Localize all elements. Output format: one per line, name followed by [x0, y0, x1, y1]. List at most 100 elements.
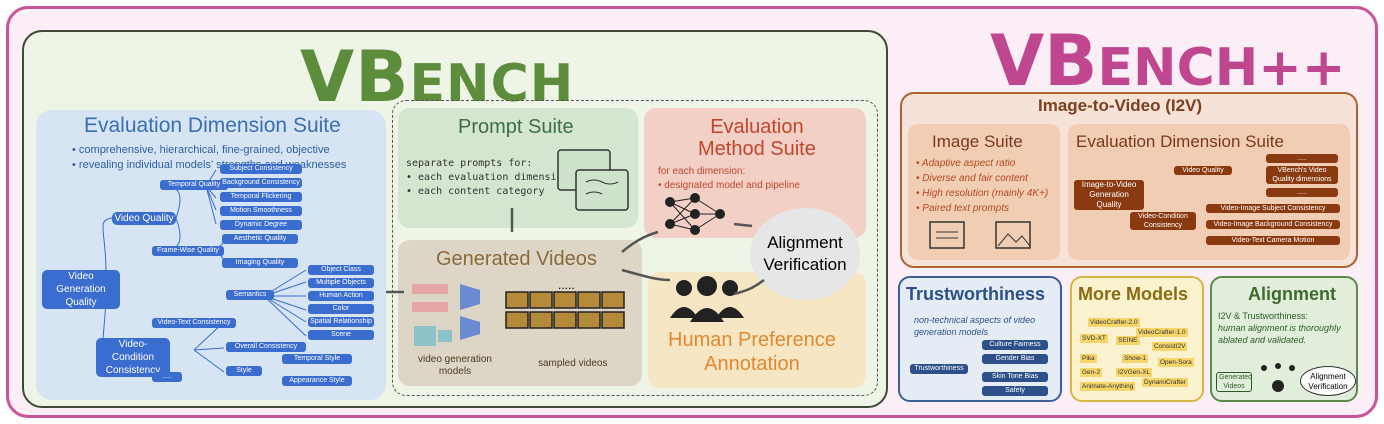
- model-chip: ConsistI2V: [1152, 342, 1188, 351]
- more-models-panel: More Models VideoCrafter-2.0 VideoCrafte…: [1070, 276, 1204, 402]
- is-item: • High resolution (mainly 4K+): [916, 188, 1049, 199]
- al-desc: I2V & Trustworthiness:human alignment is…: [1218, 311, 1341, 345]
- model-chip: VideoCrafter-1.0: [1136, 328, 1188, 337]
- ps-line: • each evaluation dimension: [406, 172, 569, 183]
- tq-item: Background Consistency: [220, 178, 302, 188]
- video-condition-node: Video-Condition Consistency: [96, 338, 170, 377]
- i2v-vq-item: .....: [1266, 188, 1338, 197]
- model-chip: SEINE: [1116, 336, 1140, 345]
- fwq-item: Aesthetic Quality: [222, 234, 298, 244]
- eds-dots-node: .....: [152, 372, 182, 382]
- ps-line: separate prompts for:: [406, 158, 533, 169]
- model-chip: Gen-2: [1080, 368, 1103, 377]
- eds-title: Evaluation Dimension Suite: [84, 114, 341, 137]
- al-title: Alignment: [1248, 284, 1336, 304]
- ems-line: • designated model and pipeline: [658, 180, 800, 191]
- image-icon: [929, 221, 1031, 249]
- style-item: Appearance Style: [282, 376, 352, 386]
- trustworthiness-panel: Trustworthiness non-technical aspects of…: [898, 276, 1062, 402]
- ps-line: • each content category: [406, 186, 545, 197]
- video-frames-icon: [505, 291, 625, 329]
- generated-videos: Generated Videos ..... video generation …: [398, 240, 642, 386]
- generated-videos-title: Generated Videos: [436, 248, 597, 270]
- vbenchpp-title: VBENCH++: [990, 20, 1346, 102]
- i2v-vq-item: VBench's Video Quality dimensions: [1266, 166, 1338, 184]
- model-chip: VideoCrafter-2.0: [1088, 318, 1140, 327]
- tw-item: Skin Tone Bias: [982, 372, 1048, 382]
- image-suite-title: Image Suite: [932, 132, 1023, 151]
- sem-item: Spatial Relationship: [308, 317, 374, 327]
- gv-sampled-label: sampled videos: [538, 358, 608, 369]
- gv-models-label: video generation models: [418, 354, 492, 377]
- i2v-vcc-item: Video-Image Background Consistency: [1206, 220, 1340, 229]
- tw-root: Trustworthiness: [910, 364, 968, 374]
- style-item: Temporal Style: [282, 354, 352, 364]
- is-item: • Paired text prompts: [916, 203, 1009, 214]
- tw-desc: non-technical aspects of video generatio…: [914, 315, 1036, 337]
- model-chip: Show-1: [1122, 354, 1149, 363]
- tw-title: Trustworthiness: [906, 284, 1046, 304]
- model-chip: Open-Sora: [1158, 358, 1194, 367]
- document-icon: [557, 149, 629, 211]
- i2v-eds-title: Evaluation Dimension Suite: [1076, 132, 1284, 151]
- temporal-quality-node: Temporal Quality: [160, 180, 228, 190]
- model-chip: I2VGen-XL: [1116, 368, 1153, 377]
- mm-title: More Models: [1078, 284, 1189, 304]
- sem-item: Object Class: [308, 265, 374, 275]
- sem-item: Color: [308, 304, 374, 314]
- i2v-title: Image-to-Video (I2V): [1038, 96, 1203, 115]
- model-chip: Animate-Anything: [1080, 382, 1136, 391]
- people-icon: [670, 276, 744, 322]
- frame-wise-node: Frame-Wise Quality: [152, 246, 224, 256]
- is-item: • Adaptive aspect ratio: [916, 158, 1016, 169]
- evaluation-dimension-suite: Evaluation Dimension Suite • comprehensi…: [36, 110, 386, 400]
- fwq-item: Imaging Quality: [222, 258, 298, 268]
- pipeline-dashed-frame: [392, 100, 878, 396]
- model-chip: DynamiCrafter: [1142, 378, 1188, 387]
- prompt-suite: Prompt Suite separate prompts for: • eac…: [398, 108, 638, 228]
- is-item: • Diverse and fair content: [916, 173, 1028, 184]
- i2v-eval-dimension-suite: Evaluation Dimension Suite Image-to-Vide…: [1068, 124, 1350, 260]
- i2v-vcc-node: Video-Condition Consistency: [1130, 212, 1196, 230]
- gv-dots: .....: [558, 278, 575, 292]
- model-chip: SVD-XT: [1080, 334, 1108, 343]
- al-verification: Alignment Verification: [1300, 366, 1356, 396]
- tw-item: Gender Bias: [982, 354, 1048, 364]
- vbench-title: VBENCH: [300, 36, 575, 118]
- model-architecture-icon: [412, 284, 480, 346]
- video-quality-node: Video Quality: [112, 212, 176, 225]
- flow-arrows: [386, 208, 765, 296]
- sem-item: Multiple Objects: [308, 278, 374, 288]
- overall-consistency-node: Overall Consistency: [226, 342, 306, 352]
- tq-item: Motion Smoothness: [220, 206, 302, 216]
- tw-item: Culture Fairness: [982, 340, 1048, 350]
- al-generated-videos: Generated Videos: [1216, 372, 1252, 392]
- sem-item: Scene: [308, 330, 374, 340]
- tq-item: Temporal Flickering: [220, 192, 302, 202]
- i2v-vq-item: .....: [1266, 154, 1338, 163]
- ems-line: for each dimension:: [658, 166, 746, 177]
- alignment-panel: Alignment I2V & Trustworthiness:human al…: [1210, 276, 1358, 402]
- sem-item: Human Action: [308, 291, 374, 301]
- style-node: Style: [226, 366, 262, 376]
- eds-root-node: Video Generation Quality: [42, 270, 120, 309]
- model-chip: Pika: [1080, 354, 1097, 363]
- tw-item: Safety: [982, 386, 1048, 396]
- prompt-suite-title: Prompt Suite: [458, 116, 574, 138]
- video-text-node: Video-Text Consistency: [152, 318, 236, 328]
- semantics-node: Semantics: [226, 290, 274, 300]
- i2v-vcc-item: Video-Image Subject Consistency: [1206, 204, 1340, 213]
- i2v-root-node: Image-to-Video Generation Quality: [1074, 180, 1144, 210]
- eds-bullet: • comprehensive, hierarchical, fine-grai…: [72, 144, 330, 156]
- al-network-people-icon: [1261, 363, 1295, 392]
- i2v-vq-node: Video Quality: [1174, 166, 1232, 175]
- i2v-vcc-item: Video-Text Camera Motion: [1206, 236, 1340, 245]
- tq-item: Dynamic Degree: [220, 220, 302, 230]
- neural-network-icon: [665, 193, 725, 235]
- image-suite: Image Suite • Adaptive aspect ratio • Di…: [908, 124, 1060, 260]
- tq-item: Subject Consistency: [220, 164, 302, 174]
